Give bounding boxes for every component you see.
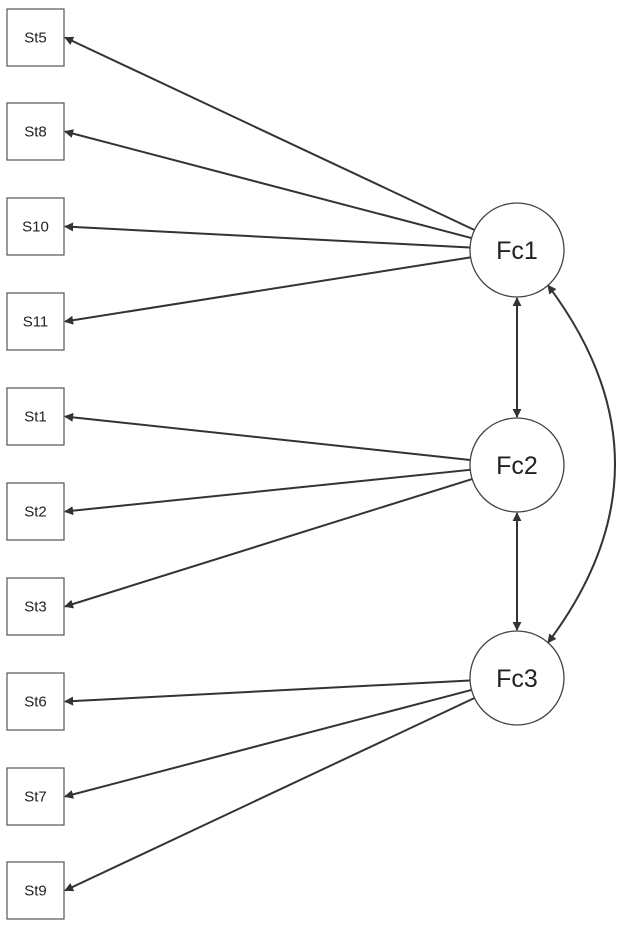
- edges-layer: [64, 36, 616, 892]
- indicator-box: [6, 577, 65, 636]
- indicator-node-st5: St5: [6, 8, 65, 67]
- indicator-label: St9: [24, 883, 47, 900]
- factor-circle: [469, 202, 565, 298]
- indicator-node-s10: S10: [6, 197, 65, 256]
- indicator-node-st2: St2: [6, 482, 65, 541]
- loading-arrow-fc1-st5: [64, 36, 475, 231]
- indicator-label: S10: [22, 219, 49, 236]
- indicator-node-st7: St7: [6, 767, 65, 826]
- indicator-label: St6: [24, 694, 47, 711]
- indicator-label: S11: [23, 314, 49, 331]
- loading-arrow-fc1-s10: [64, 222, 471, 249]
- indicator-box: [6, 861, 65, 920]
- indicator-box: [6, 672, 65, 731]
- factor-node-fc3: Fc3: [469, 630, 565, 726]
- indicator-label: St1: [24, 409, 47, 426]
- covariance-arrow-fc1-fc3: [547, 284, 616, 644]
- loading-arrow-fc1-s11: [64, 256, 471, 325]
- factor-node-fc2: Fc2: [469, 417, 565, 513]
- indicator-label: St2: [24, 504, 47, 521]
- loading-arrow-fc3-st9: [64, 697, 475, 892]
- indicator-node-st1: St1: [6, 387, 65, 446]
- factor-node-fc1: Fc1: [469, 202, 565, 298]
- factor-label: Fc1: [496, 237, 538, 265]
- indicator-box: [6, 197, 65, 256]
- loading-arrow-fc2-st1: [64, 412, 471, 461]
- indicator-box: [6, 102, 65, 161]
- indicator-node-s11: S11: [6, 292, 65, 351]
- indicator-label: St5: [24, 30, 47, 47]
- loading-arrow-fc2-st3: [64, 478, 473, 609]
- indicator-box: [6, 292, 65, 351]
- indicator-node-st9: St9: [6, 861, 65, 920]
- loading-arrow-fc2-st2: [64, 468, 471, 516]
- indicator-box: [6, 387, 65, 446]
- indicator-box: [6, 767, 65, 826]
- indicator-node-st6: St6: [6, 672, 65, 731]
- indicator-box: [6, 8, 65, 67]
- indicator-box: [6, 482, 65, 541]
- loading-arrow-fc3-st7: [64, 688, 472, 799]
- factor-label: Fc2: [496, 452, 538, 480]
- factor-circle: [469, 630, 565, 726]
- indicator-label: St7: [24, 789, 47, 806]
- loading-arrow-fc3-st6: [64, 679, 471, 706]
- loading-arrow-fc1-st8: [64, 129, 472, 240]
- factor-circle: [469, 417, 565, 513]
- factor-label: Fc3: [496, 665, 538, 693]
- indicator-node-st3: St3: [6, 577, 65, 636]
- indicator-label: St3: [24, 599, 47, 616]
- indicator-label: St8: [24, 124, 47, 141]
- indicator-node-st8: St8: [6, 102, 65, 161]
